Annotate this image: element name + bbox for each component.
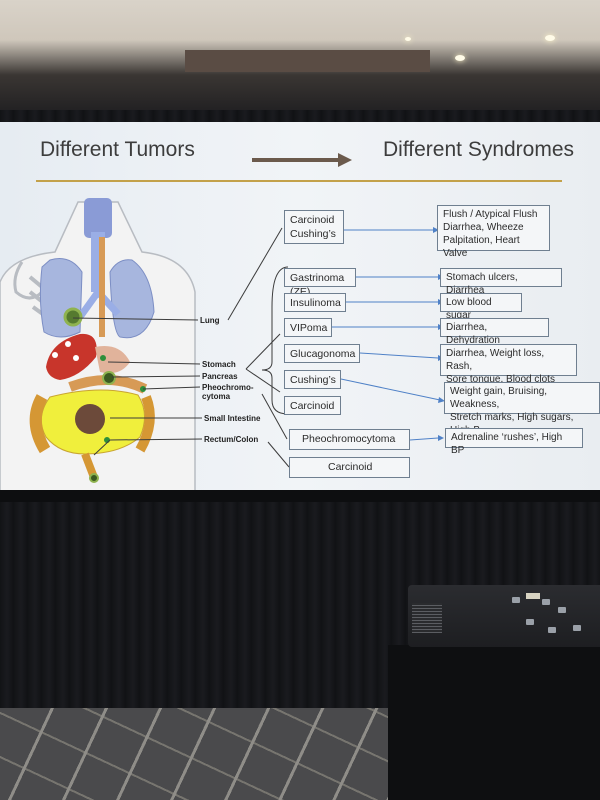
connector-lines (72, 227, 445, 468)
syndrome-box: Diarrhea, Dehydration (440, 318, 549, 346)
screen-frame (0, 490, 600, 502)
projector (408, 585, 600, 647)
projector-port (542, 599, 550, 605)
right-title: Different Syndromes (383, 138, 575, 161)
projector-port (558, 607, 566, 613)
tumor-box: Carcinoid (289, 457, 410, 478)
ceiling-light (455, 55, 465, 61)
syndrome-box: Low blood sugar (440, 293, 522, 321)
projection-screen: Different Tumors Different Syndromes Lu (0, 122, 600, 500)
projector-port (573, 625, 581, 631)
syndrome-box: Adrenaline ‘rushes’, High BP (445, 428, 583, 456)
tumor-box: Carcinoid (284, 396, 341, 415)
ceiling-soffit (185, 50, 430, 72)
carpet-floor (0, 708, 420, 800)
organ-label: Pheochromo- cytoma (202, 383, 254, 401)
organ-label: Lung (200, 316, 220, 325)
organ-label: Small Intestine (204, 414, 261, 423)
ceiling-light (545, 35, 555, 41)
tumor-box: Pheochromocytoma (289, 429, 410, 450)
ceiling (0, 0, 600, 120)
title-rule (36, 180, 562, 182)
projector-table (388, 645, 600, 800)
projector-port (526, 619, 534, 625)
projector-port (512, 597, 520, 603)
projector-label (526, 593, 540, 599)
tumor-box: VIPoma (284, 318, 332, 337)
organ-label: Pancreas (202, 372, 238, 381)
syndrome-box: Stomach ulcers, Diarrhea (440, 268, 562, 296)
tumor-box: Cushing’s (284, 370, 341, 389)
tumor-box: Gastrinoma (ZE) (284, 268, 356, 298)
syndrome-box: Diarrhea, Weight loss, Rash, Sore tongue… (440, 344, 577, 385)
organ-label: Stomach (202, 360, 236, 369)
tumor-box: Glucagonoma (284, 344, 360, 363)
arrow-right-icon (252, 153, 352, 167)
ceiling-light (405, 37, 411, 41)
left-title: Different Tumors (40, 138, 195, 161)
organ-label: Rectum/Colon (204, 435, 259, 444)
tumor-box: Insulinoma (284, 293, 346, 312)
projector-port (548, 627, 556, 633)
projector-vent (412, 603, 442, 633)
syndrome-box: Weight gain, Bruising, Weakness, Stretch… (444, 382, 600, 436)
syndrome-box: Flush / Atypical Flush Diarrhea, Wheeze … (437, 205, 550, 259)
tumor-box: Carcinoid Cushing’s (284, 210, 344, 244)
